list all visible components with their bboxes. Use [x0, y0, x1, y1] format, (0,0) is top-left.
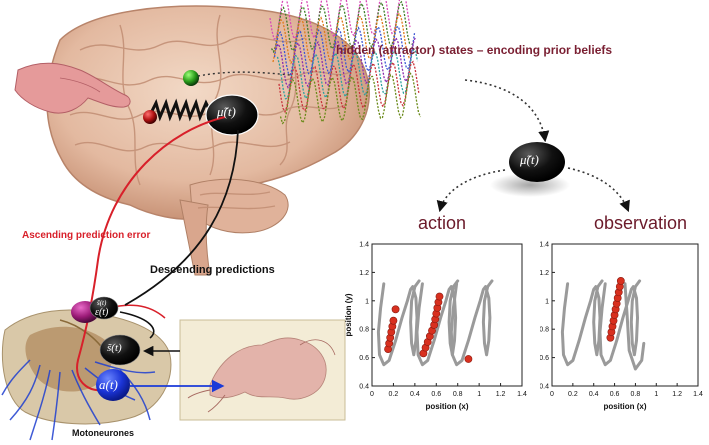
dotted-link-green [197, 71, 291, 77]
x-tick-label: 1.4 [517, 391, 527, 398]
a-node [96, 369, 130, 401]
observation-chart: 0 0.2 0.4 0.6 0.8 1 1.2 1.4 0.4 0.6 0.8 1 1.2 1.4 posi… [540, 242, 703, 412]
y-axis-label: position (y) [344, 293, 353, 336]
red-ball [143, 110, 157, 124]
plot-frame [371, 243, 523, 387]
y-tick-label: 0.4 [359, 384, 369, 391]
action-chart: 0 0.2 0.4 0.6 0.8 1 1.2 1.4 0.4 0.6 0.8 1 1.2 1.4 posi… [344, 242, 527, 412]
ascending-error-label: Ascending prediction error [22, 230, 151, 241]
data-point [391, 305, 400, 314]
y-tick-label: 1 [545, 298, 549, 305]
x-tick-label: 1.4 [693, 391, 703, 398]
mu-right-label: μ̃(t) [520, 152, 539, 167]
y-tick-label: 0.4 [540, 384, 549, 391]
s-small-label: s̃(t) [97, 299, 107, 307]
wave-trace [275, 36, 417, 89]
spring-coil [148, 98, 212, 122]
hidden-states-caption: hidden (attractor) states – encoding pri… [336, 43, 613, 57]
motoneurones-label: Motoneurones [72, 428, 134, 438]
x-tick-label: 0.8 [631, 391, 641, 398]
x-tick-label: 0.4 [589, 391, 599, 398]
y-tick-label: 0.8 [359, 327, 369, 334]
x-tick-label: 0.2 [389, 391, 399, 398]
data-point [389, 316, 398, 325]
descending-predictions-label: Descending predictions [150, 264, 275, 276]
x-tick-label: 1 [477, 391, 481, 398]
x-tick-label: 0 [370, 391, 374, 398]
y-tick-label: 0.6 [359, 355, 369, 362]
action-title: action [418, 213, 467, 233]
wave-trace [269, 0, 411, 40]
x-axis-label: position (x) [603, 402, 646, 411]
x-tick-label: 0.8 [453, 391, 463, 398]
attractor-waves [269, 0, 422, 125]
eps-label: ε(t) [95, 307, 109, 318]
black-link-s [119, 311, 155, 339]
green-ball [183, 70, 199, 86]
s-mid-node [99, 334, 141, 366]
observation-title: observation [594, 213, 688, 233]
trajectory-line [449, 279, 494, 367]
mu-brain-label: μ̃(t) [217, 104, 236, 119]
trajectory-line [560, 279, 604, 367]
y-tick-label: 0.6 [540, 355, 549, 362]
mu-right-node [509, 142, 565, 182]
y-tick-label: 1.4 [540, 242, 549, 249]
mu-brain-node [205, 94, 259, 136]
dotted-arrow-to-mu [464, 79, 550, 143]
y-tick-label: 1.4 [359, 242, 369, 249]
wave-trace [279, 72, 422, 125]
trajectory-line [598, 279, 642, 367]
ascending-error-path [76, 116, 226, 392]
hand-sketch-panel [179, 319, 346, 421]
data-point [464, 355, 473, 363]
eps-node [89, 296, 119, 320]
trajectory-line [415, 279, 460, 367]
y-tick-label: 0.8 [540, 327, 549, 334]
a-label: a(t) [99, 377, 118, 392]
data-point [435, 292, 444, 301]
s-mid-label: s̃(t) [107, 342, 122, 354]
x-tick-label: 0 [550, 391, 554, 398]
dotted-arrow-to-observation [567, 167, 630, 213]
y-tick-label: 1.2 [540, 270, 549, 277]
descending-prediction-path [124, 129, 239, 306]
trajectory-line [376, 279, 421, 367]
x-tick-label: 1.2 [672, 391, 682, 398]
data-point [616, 277, 625, 285]
y-tick-label: 1.2 [359, 270, 369, 277]
dotted-arrow-to-action [436, 169, 506, 213]
x-tick-label: 0.6 [610, 391, 620, 398]
x-tick-label: 0.4 [410, 391, 420, 398]
x-tick-label: 0.2 [568, 391, 578, 398]
x-axis-label: position (x) [425, 402, 468, 411]
trajectory-line [623, 282, 646, 371]
pointing-hand [14, 62, 131, 114]
x-tick-label: 0.6 [431, 391, 441, 398]
y-tick-label: 1 [365, 298, 369, 305]
x-tick-label: 1 [654, 391, 658, 398]
x-tick-label: 1.2 [496, 391, 506, 398]
